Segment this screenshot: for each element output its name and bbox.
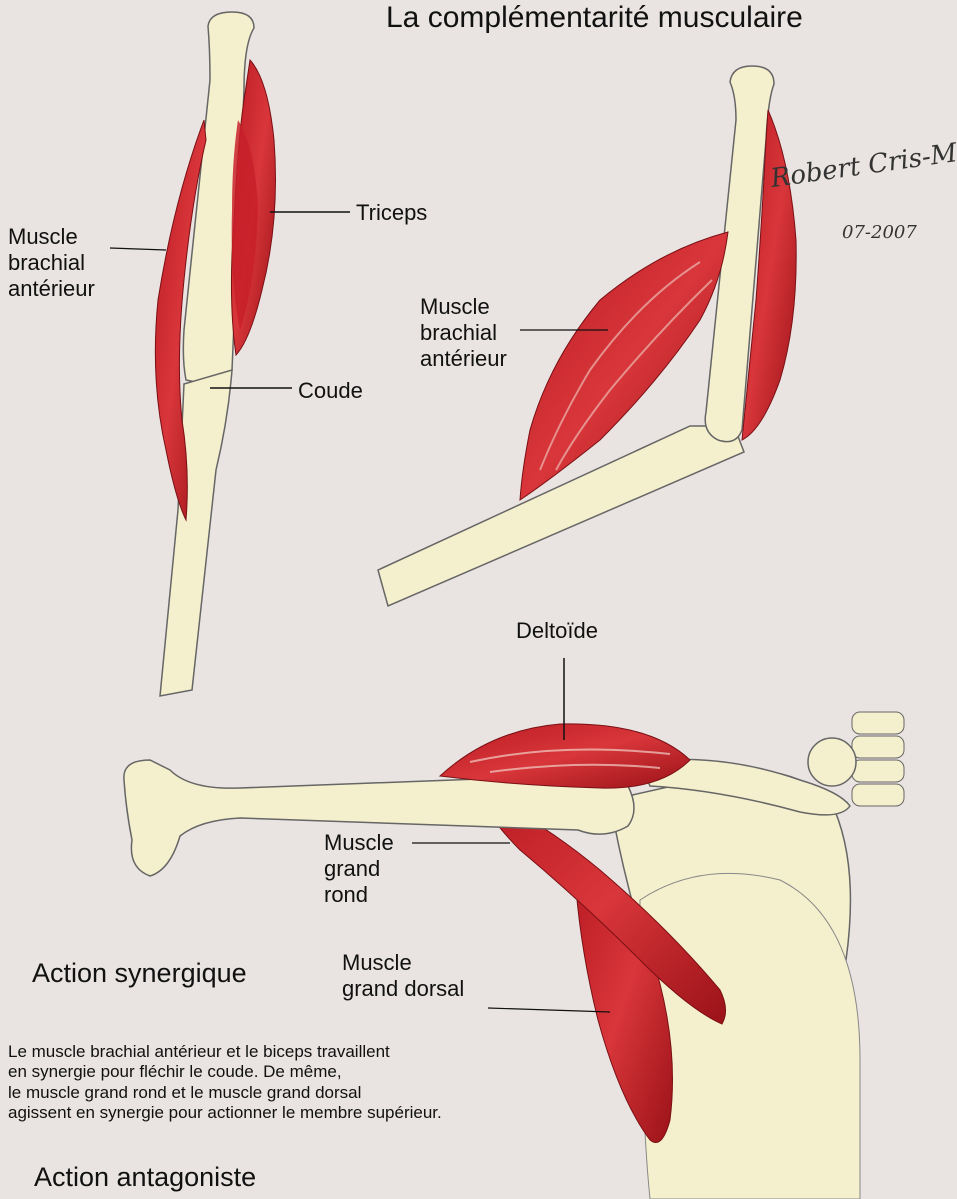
shoulder-joint: [808, 738, 856, 786]
label-triceps: Triceps: [356, 200, 427, 226]
page-title: La complémentarité musculaire: [386, 0, 803, 35]
heading-action-synergique: Action synergique: [32, 958, 247, 990]
heading-action-antagoniste: Action antagoniste: [34, 1162, 256, 1194]
torso-shape: [640, 873, 860, 1199]
leader-line-brachial-1: [110, 248, 166, 250]
label-coude: Coude: [298, 378, 363, 404]
paragraph-synergique: Le muscle brachial antérieur et le bicep…: [8, 1042, 608, 1124]
label-muscle-brachial-1: Muscle brachial antérieur: [8, 224, 95, 302]
label-muscle-brachial-2: Muscle brachial antérieur: [420, 294, 507, 372]
label-deltoide: Deltoïde: [516, 618, 598, 644]
deltoide-muscle: [440, 724, 690, 788]
leader-line-grand-dorsal: [488, 1008, 610, 1012]
label-grand-rond: Muscle grand rond: [324, 830, 394, 908]
spine-vertebrae: [852, 712, 904, 806]
figure-extended-arm: [110, 12, 350, 696]
signature-date: 07-2007: [842, 222, 917, 243]
label-grand-dorsal: Muscle grand dorsal: [342, 950, 464, 1002]
